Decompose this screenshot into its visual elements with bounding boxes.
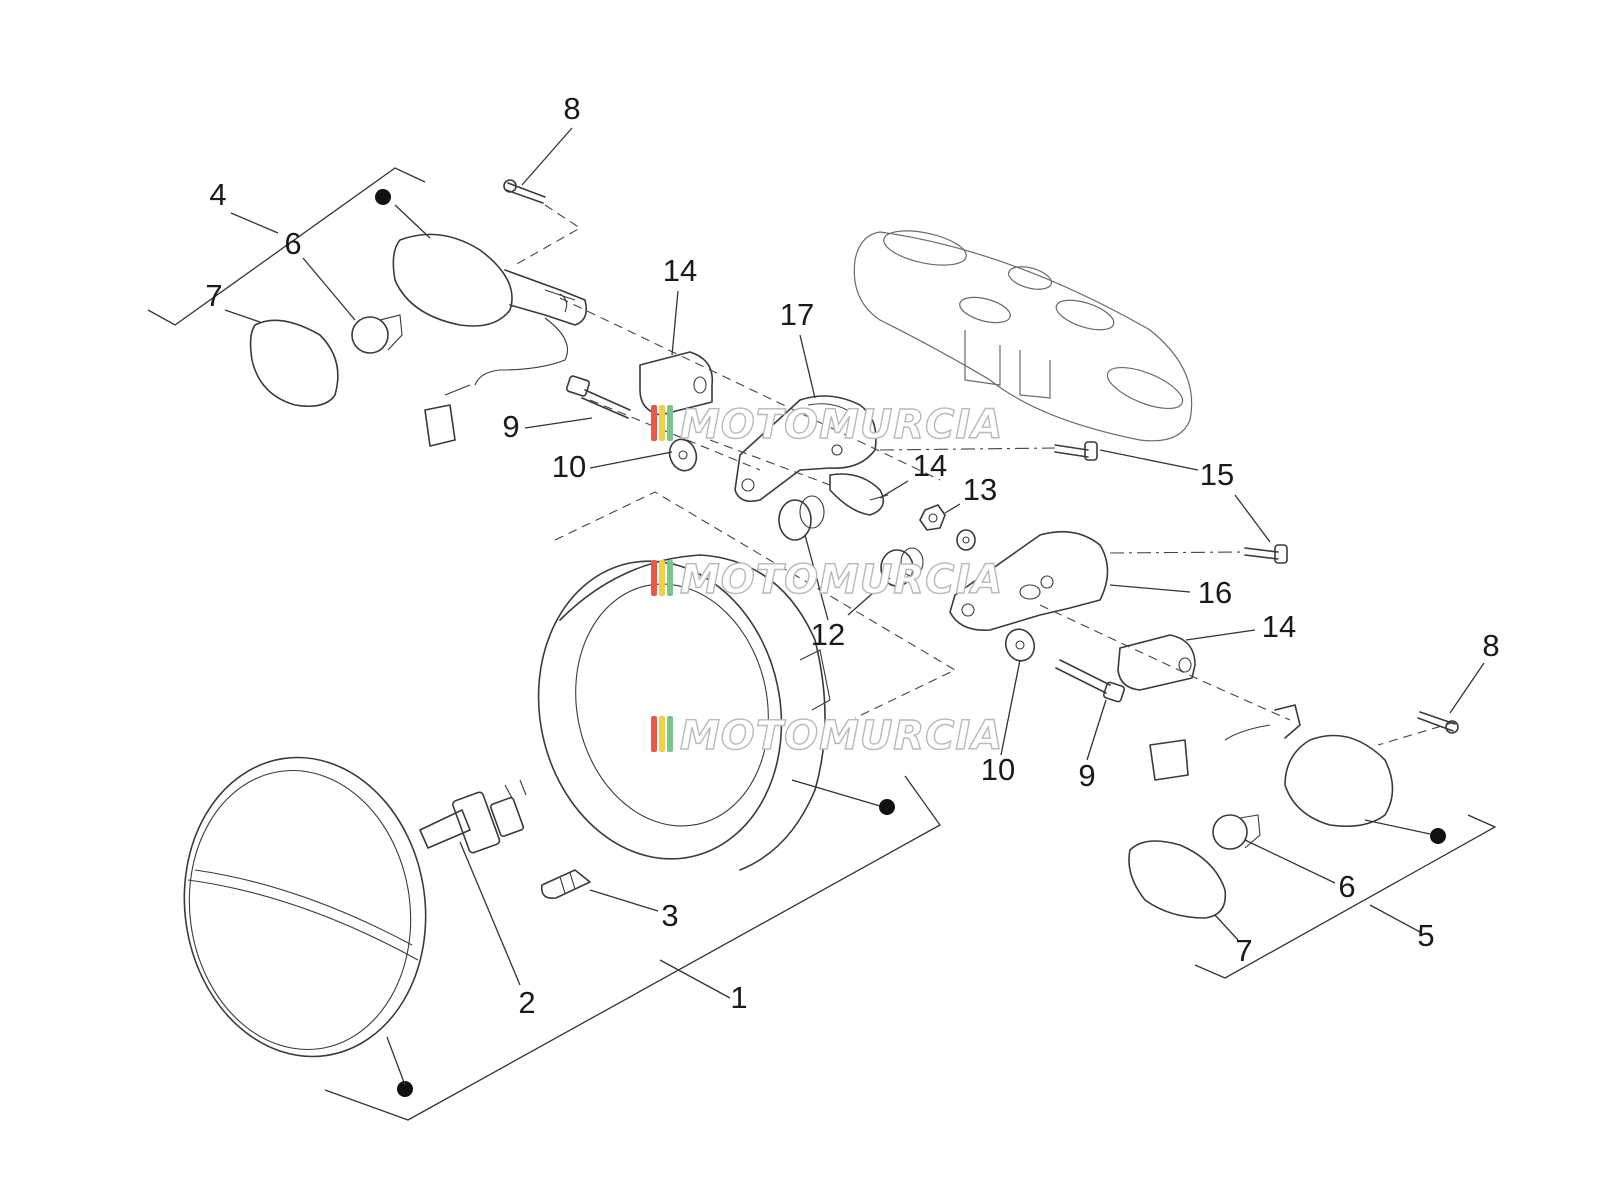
right-indicator-lens [1128, 840, 1227, 919]
upper-bracket [734, 395, 877, 503]
parking-bulb [540, 869, 591, 900]
callout-2: 2 [518, 985, 535, 1020]
watermark-stripe-red [651, 560, 657, 596]
watermark-stripe-green [667, 560, 673, 596]
watermark-text: MOTOMURCIA [680, 557, 1003, 603]
leader-lines [224, 127, 1485, 1086]
callout-7-right: 7 [1235, 933, 1252, 968]
callout-12: 13 [963, 472, 997, 507]
group-dot-1a [879, 799, 895, 815]
small-nut [956, 529, 976, 551]
washer-upper [668, 438, 698, 472]
callout-17: 17 [780, 297, 814, 332]
group-bracket-4 [147, 167, 426, 326]
watermark-stripe-red [651, 716, 657, 752]
right-indicator [1149, 704, 1394, 828]
bushing-upper [778, 495, 825, 541]
callout-3: 3 [661, 898, 678, 933]
bolt-lower [1055, 659, 1126, 703]
screw-upper-left [503, 179, 546, 204]
group-bracket-1 [324, 775, 941, 1121]
callout-13: 14 [913, 448, 947, 483]
callout-16: 16 [1198, 575, 1232, 610]
lower-bracket [949, 530, 1109, 631]
callout-4: 4 [209, 177, 226, 212]
group-dots [375, 189, 1446, 1097]
wire-clip [829, 473, 889, 516]
left-indicator [392, 233, 588, 447]
callout-14-lower: 14 [1262, 609, 1296, 644]
watermark-stripe-red [651, 405, 657, 441]
callout-8-lower: 8 [1482, 628, 1499, 663]
watermark-text: MOTOMURCIA [680, 713, 1003, 759]
bolt-upper [565, 375, 631, 419]
callout-10-upper: 10 [552, 449, 586, 484]
screw-lower-right [1417, 711, 1459, 734]
watermark-top: MOTOMURCIA [651, 401, 1003, 449]
group-bracket-5 [1194, 814, 1497, 979]
callout-1: 1 [730, 980, 747, 1015]
watermark-stripe-yellow [659, 716, 665, 752]
callout-9-lower: 9 [1078, 758, 1095, 793]
callout-10-lower: 10 [981, 752, 1015, 787]
assembly-lines [514, 204, 1456, 746]
callout-5: 5 [1417, 918, 1434, 953]
callout-11: 12 [811, 617, 845, 652]
group-dot-4 [375, 189, 391, 205]
callout-6-left: 6 [284, 226, 301, 261]
watermark-text: MOTOMURCIA [680, 402, 1003, 448]
bushing-lower [880, 547, 924, 587]
left-indicator-bulb [351, 314, 403, 354]
headlight-bulb [419, 779, 527, 854]
rubber-block-lower [1117, 634, 1196, 691]
triple-clamp [853, 230, 1193, 442]
callout-6-right: 6 [1338, 869, 1355, 904]
callout-8-upper: 8 [563, 91, 580, 126]
watermark-bottom: MOTOMURCIA [651, 712, 1003, 760]
watermark-middle: MOTOMURCIA [651, 556, 1003, 604]
nut [919, 504, 946, 531]
group-dot-1b [397, 1081, 413, 1097]
callout-14-upper: 14 [663, 253, 697, 288]
callout-7-left: 7 [205, 278, 222, 313]
rubber-block-upper [639, 351, 714, 416]
watermark-stripe-yellow [659, 405, 665, 441]
headlight-shell [537, 554, 831, 871]
callout-9-upper: 9 [502, 409, 519, 444]
headlight-lens [183, 756, 427, 1058]
washer-lower [1004, 628, 1036, 662]
watermark-stripe-green [667, 405, 673, 441]
screw-upper-right [1054, 441, 1098, 461]
left-indicator-lens [249, 319, 339, 408]
group-dot-5 [1430, 828, 1446, 844]
right-indicator-bulb [1212, 814, 1261, 850]
watermark-stripe-yellow [659, 560, 665, 596]
watermark-stripe-green [667, 716, 673, 752]
callout-labels: 8 4 6 7 14 17 9 10 15 14 13 16 14 8 12 1… [205, 91, 1499, 1020]
callout-15: 15 [1200, 457, 1234, 492]
screw-lower-mid [1244, 544, 1288, 564]
